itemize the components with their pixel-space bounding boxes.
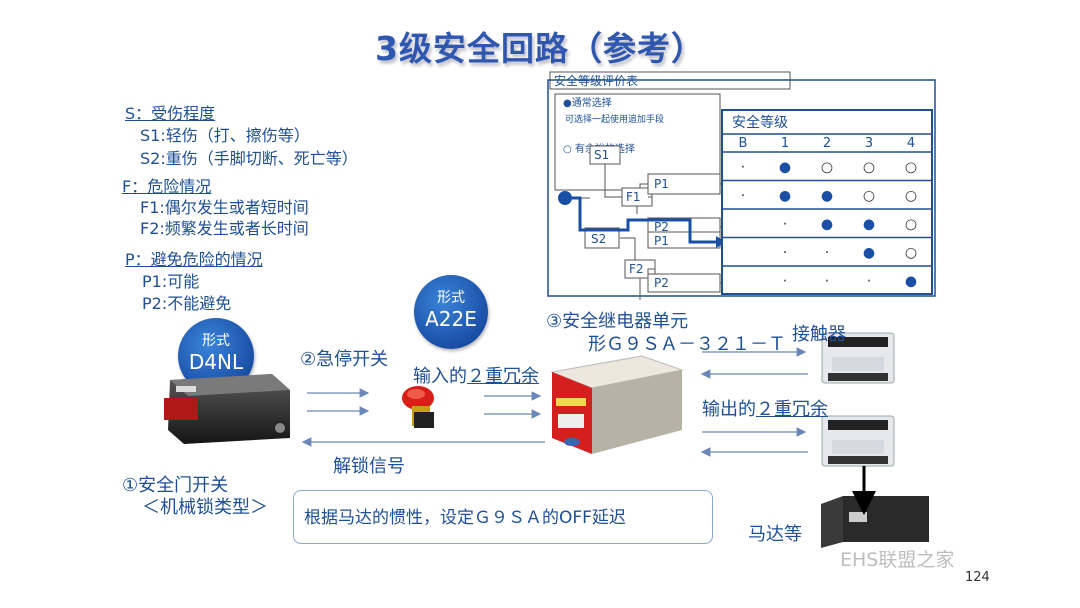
- level-grid-cell: ○: [863, 188, 875, 204]
- legend-p-title: P：避免危险的情况: [125, 246, 263, 270]
- level-col-header: 3: [865, 136, 873, 151]
- node-s2: S2: [591, 232, 606, 246]
- level-grid-cell: ●: [863, 245, 875, 261]
- node-p1b: P1: [654, 234, 669, 248]
- input-redundancy-label: 输入的２重冗余: [413, 362, 539, 388]
- unlock-signal-label: 解锁信号: [333, 452, 405, 478]
- level-grid-cell: ○: [863, 159, 875, 175]
- node-p1a: P1: [654, 177, 669, 191]
- legend-f2: F2:频繁发生或者长时间: [140, 215, 309, 239]
- a22e-model-label: 形式: [414, 287, 488, 307]
- node-p2b: P2: [654, 276, 669, 290]
- a22e-model: A22E: [414, 307, 488, 331]
- contactor-label: 接触器: [792, 320, 846, 346]
- safety-evaluation-diagram: 安全等级评价表 ●通常选择 可选择一起使用追加手段 ○ 有余裕的选择 S1 S2…: [540, 70, 940, 300]
- level-col-header: B: [739, 136, 748, 151]
- level-col-header: 2: [823, 136, 831, 151]
- legend-p2: P2:不能避免: [142, 290, 231, 314]
- legend-s1: S1:轻伤（打、擦伤等）: [140, 122, 310, 146]
- level-grid-cell: ·: [783, 273, 787, 289]
- legend-s2: S2:重伤（手脚切断、死亡等）: [140, 145, 358, 169]
- legend-s-title: S：受伤程度: [125, 100, 215, 124]
- d4nl-model-label: 形式: [178, 330, 254, 350]
- slide-title: 3级安全回路（参考）: [0, 22, 1080, 70]
- level-grid-cell: ·: [741, 159, 745, 175]
- level-grid-cell: ●: [821, 216, 833, 232]
- estop-label: ②急停开关: [300, 345, 388, 371]
- node-f2: F2: [629, 262, 644, 276]
- normal-select-label: ●通常选择: [563, 96, 612, 109]
- level-grid-cell: ·: [825, 273, 829, 289]
- level-grid-cell: ○: [905, 216, 917, 232]
- normal-select-sub: 可选择一起使用追加手段: [565, 113, 664, 125]
- page-number: 124: [965, 570, 990, 585]
- watermark: EHS联盟之家: [840, 545, 954, 572]
- level-header: 安全等级: [732, 114, 788, 131]
- level-grid-cell: ·: [867, 273, 871, 289]
- motor-image: [815, 490, 935, 550]
- contactor-image-2: [818, 412, 898, 468]
- level-grid-cell: ○: [905, 188, 917, 204]
- level-grid-cell: ·: [741, 188, 745, 204]
- output-redundancy-label: 输出的２重冗余: [702, 395, 828, 421]
- level-grid-cell: ·: [783, 245, 787, 261]
- legend-p1: P1:可能: [142, 268, 199, 292]
- door-switch-type: ＜机械锁类型＞: [142, 493, 268, 519]
- level-grid-cell: ●: [779, 188, 791, 204]
- a22e-model-badge: 形式 A22E: [414, 275, 488, 349]
- level-col-header: 1: [781, 136, 789, 151]
- level-grid-cell: ·: [783, 216, 787, 232]
- motor-label: 马达等: [748, 520, 802, 546]
- safety-relay-image: [542, 350, 692, 460]
- relay-model: 形Ｇ９ＳＡ－３２１－Ｔ: [588, 330, 786, 356]
- node-s1: S1: [594, 148, 609, 162]
- level-grid-cell: ●: [863, 216, 875, 232]
- off-delay-note: 根据马达的惯性，设定Ｇ９ＳＡ的OFF延迟: [293, 490, 713, 544]
- node-f1: F1: [626, 190, 641, 204]
- level-grid-cell: ●: [779, 159, 791, 175]
- level-grid-cell: ○: [905, 245, 917, 261]
- level-grid-cell: ○: [821, 159, 833, 175]
- level-grid-cell: ●: [821, 188, 833, 204]
- level-grid-cell: ·: [825, 245, 829, 261]
- level-col-header: 4: [907, 136, 915, 151]
- level-grid-cell: ○: [905, 159, 917, 175]
- door-switch-image: [162, 368, 297, 448]
- level-grid-cell: ●: [905, 273, 917, 289]
